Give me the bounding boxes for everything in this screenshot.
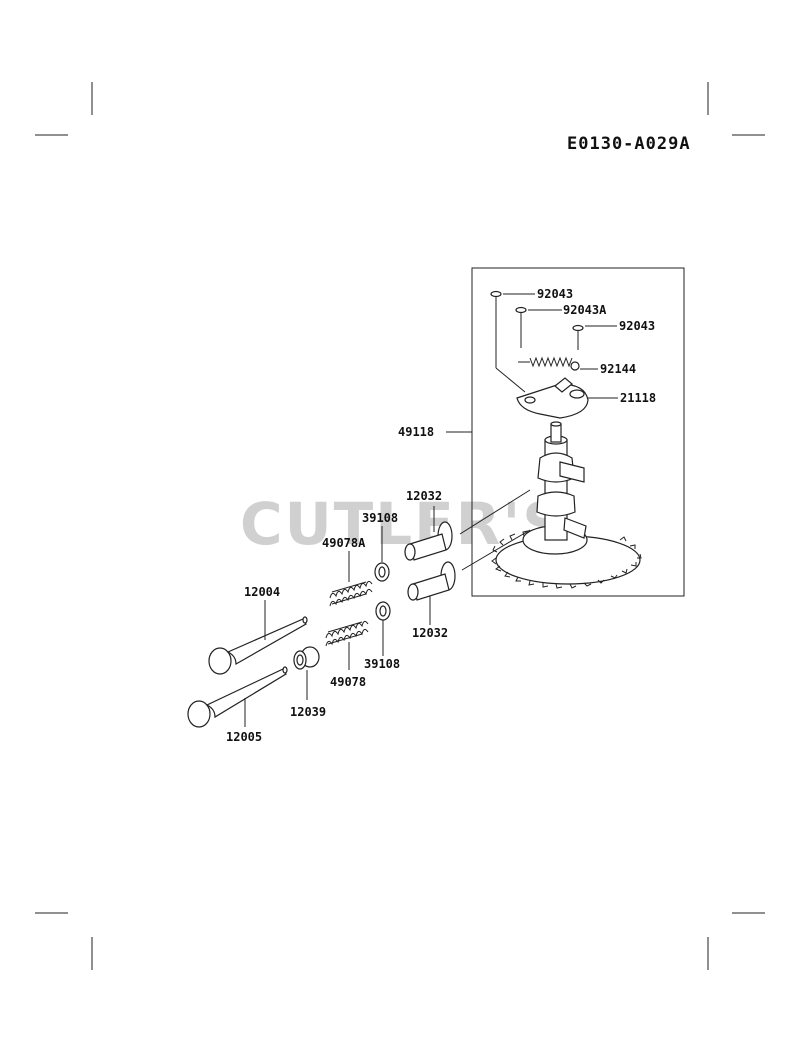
bolt-92043-a-icon	[490, 290, 535, 303]
label-12004: 12004	[244, 585, 280, 599]
label-92043A: 92043A	[563, 303, 607, 317]
valve-12005-icon	[187, 666, 288, 728]
spring-49078A-icon	[329, 551, 373, 607]
seal-12039-icon	[293, 646, 320, 700]
spring-92144-icon	[518, 356, 598, 371]
bolt-92043A-icon	[515, 306, 562, 327]
label-12005: 12005	[226, 730, 262, 744]
crop-marks	[35, 82, 765, 970]
label-92144: 92144	[600, 362, 636, 376]
label-12032-bottom: 12032	[412, 626, 448, 640]
label-12032-top: 12032	[406, 489, 442, 503]
label-21118: 21118	[620, 391, 656, 405]
label-39108-bottom: 39108	[364, 657, 400, 671]
label-39108-top: 39108	[362, 511, 398, 525]
retainer-39108-top-icon	[374, 526, 390, 582]
tappet-12032-top-icon	[404, 489, 531, 561]
label-49118: 49118	[398, 425, 434, 439]
label-92043-a: 92043	[537, 287, 573, 301]
plate-21118-icon	[516, 377, 618, 419]
label-49078A: 49078A	[322, 536, 366, 550]
tappet-12032-bottom-icon	[407, 529, 531, 625]
leader-92043-a-2	[495, 367, 526, 393]
label-92043-b: 92043	[619, 319, 655, 333]
diagram-code: E0130-A029A	[567, 134, 691, 154]
valve-12004-icon	[208, 600, 308, 675]
camshaft-49118-icon	[491, 421, 642, 589]
bolt-92043-b-icon	[572, 324, 617, 337]
spring-49078-icon	[325, 620, 369, 670]
label-12039: 12039	[290, 705, 326, 719]
retainer-39108-bottom-icon	[375, 601, 391, 656]
label-49078: 49078	[330, 675, 366, 689]
